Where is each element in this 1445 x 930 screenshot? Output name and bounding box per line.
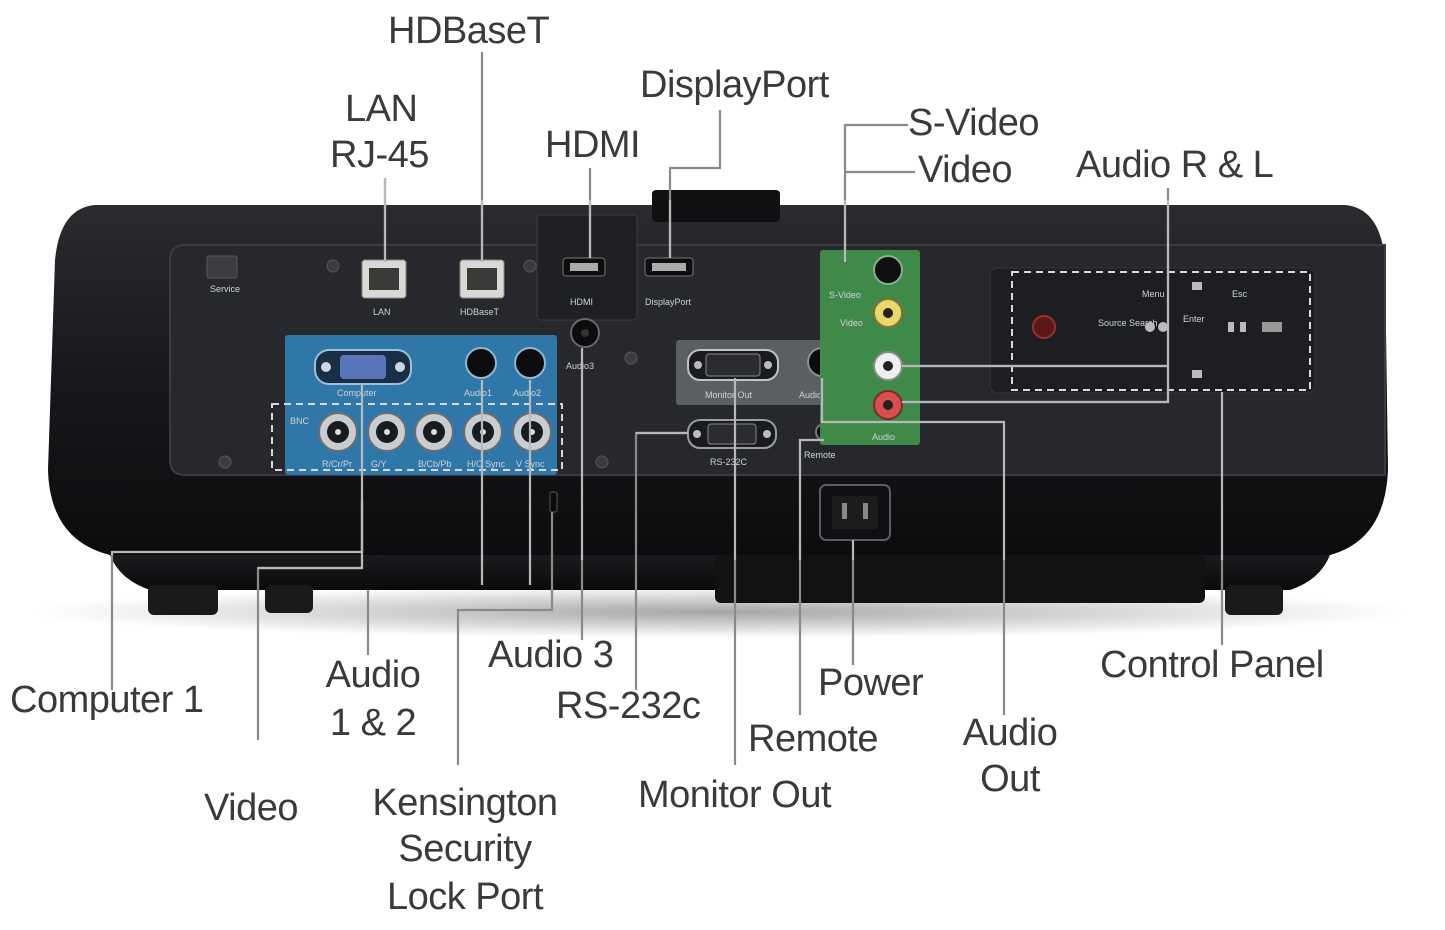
audio-out-text: Audio Out bbox=[799, 390, 840, 400]
label-audio-12-line1: Audio bbox=[325, 654, 421, 696]
label-remote: Remote bbox=[748, 718, 879, 760]
hdmi-displayport-cluster: HDMI DisplayPort Audio3 bbox=[536, 214, 694, 371]
hdbaset-text: HDBaseT bbox=[460, 307, 500, 317]
label-video-top: Video bbox=[918, 149, 1013, 191]
bnc-port-label: R/Cr/Pr bbox=[322, 459, 352, 469]
monitor-out-panel: Monitor Out Audio Out bbox=[676, 340, 851, 405]
label-s-video: S-Video bbox=[908, 102, 1040, 144]
label-power: Power bbox=[818, 662, 924, 704]
bnc-connector-pin bbox=[384, 429, 390, 435]
bnc-port-label: G/Y bbox=[371, 459, 387, 469]
audio2-text: Audio2 bbox=[513, 388, 541, 398]
label-monitor-out: Monitor Out bbox=[638, 774, 832, 816]
control-panel-buttons: Source Search Menu Esc Enter bbox=[1032, 282, 1282, 378]
rs232c-text: RS-232C bbox=[710, 457, 748, 467]
audio-text: Audio bbox=[872, 432, 895, 442]
label-audio-r-l: Audio R & L bbox=[1076, 144, 1274, 186]
monitor-out-text: Monitor Out bbox=[705, 390, 753, 400]
label-kensington-line2: Security bbox=[398, 828, 532, 870]
bnc-connector-pin bbox=[335, 429, 341, 435]
audio3-text: Audio3 bbox=[566, 361, 594, 371]
label-kensington-line3: Lock Port bbox=[386, 876, 544, 918]
label-lan-line2: RJ-45 bbox=[330, 134, 429, 176]
label-kensington-line1: Kensington bbox=[372, 782, 558, 824]
label-audio-out-line1: Audio bbox=[962, 712, 1058, 754]
kensington-slot bbox=[549, 491, 558, 513]
esc-text: Esc bbox=[1232, 289, 1248, 299]
label-hdbaset: HDBaseT bbox=[388, 10, 550, 52]
hdbaset-port: HDBaseT bbox=[459, 259, 505, 317]
audio1-text: Audio1 bbox=[464, 388, 492, 398]
hdmi-text: HDMI bbox=[570, 297, 593, 307]
bnc-port-label: B/Cb/Pb bbox=[418, 459, 452, 469]
menu-text: Menu bbox=[1142, 289, 1165, 299]
label-hdmi: HDMI bbox=[545, 124, 641, 166]
bnc-port-label: H/C Sync bbox=[467, 459, 506, 469]
remote-text: Remote bbox=[804, 450, 836, 460]
service-text: Service bbox=[210, 284, 240, 294]
video-text: Video bbox=[840, 318, 863, 328]
label-displayport: DisplayPort bbox=[640, 64, 829, 106]
displayport-text: DisplayPort bbox=[645, 297, 692, 307]
label-lan-line1: LAN bbox=[345, 88, 418, 130]
label-control-panel: Control Panel bbox=[1100, 644, 1324, 686]
computer-text: Computer bbox=[337, 388, 377, 398]
bnc-text: BNC bbox=[290, 416, 310, 426]
label-computer-1: Computer 1 bbox=[10, 679, 204, 721]
source-search-text: Source Search bbox=[1098, 318, 1158, 328]
label-video-bottom: Video bbox=[204, 787, 299, 829]
bnc-highlight-box bbox=[271, 403, 563, 471]
control-panel-highlight-box bbox=[1011, 271, 1311, 391]
s-video-text: S-Video bbox=[829, 290, 861, 300]
service-port: Service bbox=[206, 255, 240, 294]
leader-lines-inside bbox=[110, 178, 1224, 585]
bnc-connector-pin bbox=[431, 429, 437, 435]
lan-text: LAN bbox=[373, 307, 391, 317]
label-audio-3: Audio 3 bbox=[488, 634, 614, 676]
enter-text: Enter bbox=[1183, 314, 1205, 324]
blue-input-panel: Computer Audio1 Audio2 BNC R/Cr/Pr G/Y B/C… bbox=[285, 335, 557, 475]
label-audio-out-line2: Out bbox=[980, 758, 1040, 800]
green-av-panel: S-Video Video Audio bbox=[820, 250, 920, 445]
power-inlet bbox=[819, 484, 891, 541]
label-rs232c: RS-232c bbox=[556, 685, 701, 727]
label-audio-12-line2: 1 & 2 bbox=[329, 702, 417, 744]
lan-port: LAN bbox=[361, 259, 407, 317]
